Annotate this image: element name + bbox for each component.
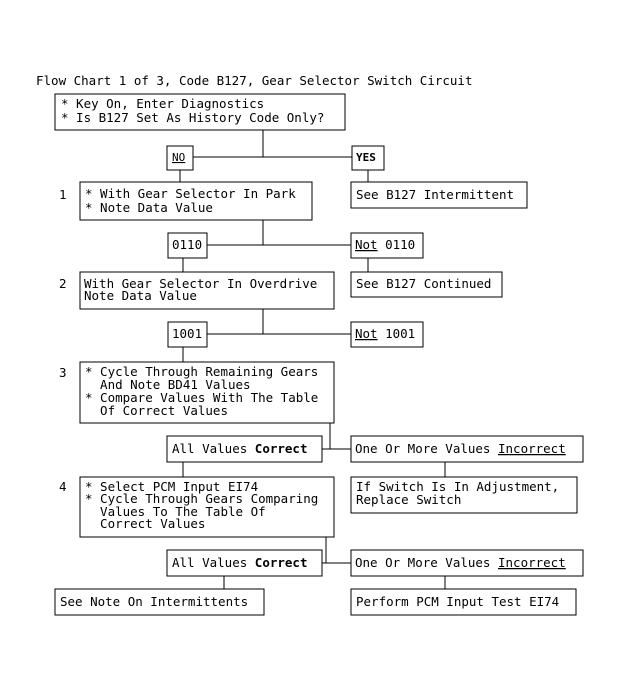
- answer-all-correct-2: All Values Correct: [166, 549, 323, 577]
- answer-incorrect-2-pre: One Or More Values: [355, 555, 498, 570]
- answer-not-0110-value: 0110: [378, 237, 416, 252]
- step-4-line-1: * Select PCM Input EI74: [85, 479, 258, 494]
- svg-text:One Or More Values Incorrect: One Or More Values Incorrect: [355, 555, 566, 570]
- step-3-line-1: * Cycle Through Remaining Gears: [85, 364, 318, 379]
- step-1-line-2: * Note Data Value: [85, 200, 213, 215]
- answer-not-1001: Not 1001: [350, 321, 424, 348]
- answer-yes-label: YES: [356, 151, 376, 164]
- result-adjust-switch-line-1: If Switch Is In Adjustment,: [356, 479, 559, 494]
- connectors: [179, 130, 446, 589]
- answer-not-1001-not: Not: [355, 326, 378, 341]
- step-4-line-3: Values To The Table Of: [85, 504, 266, 519]
- answer-all-correct-2-bold: Correct: [255, 555, 308, 570]
- answer-all-correct-1-pre: All Values: [172, 441, 255, 456]
- step-3-box: * Cycle Through Remaining Gears And Note…: [79, 361, 335, 424]
- step-1-line-1: * With Gear Selector In Park: [85, 186, 296, 201]
- result-continued-label: See B127 Continued: [356, 276, 491, 291]
- result-adjust-switch-line-2: Replace Switch: [356, 492, 461, 507]
- answer-all-correct-2-pre: All Values: [172, 555, 255, 570]
- answer-all-correct-1: All Values Correct: [166, 435, 323, 463]
- start-line-1: * Key On, Enter Diagnostics: [61, 96, 264, 111]
- result-note-intermittents-label: See Note On Intermittents: [60, 594, 248, 609]
- svg-text:All Values Correct: All Values Correct: [172, 441, 307, 456]
- svg-text:Not 1001: Not 1001: [355, 326, 415, 341]
- step-1-number: 1: [59, 187, 67, 202]
- answer-not-1001-value: 1001: [378, 326, 416, 341]
- result-note-intermittents: See Note On Intermittents: [54, 588, 265, 616]
- answer-not-0110: Not 0110: [350, 232, 424, 259]
- svg-text:All Values Correct: All Values Correct: [172, 555, 307, 570]
- result-adjust-switch: If Switch Is In Adjustment, Replace Swit…: [350, 476, 578, 514]
- step-4-box: * Select PCM Input EI74 * Cycle Through …: [79, 476, 335, 538]
- step-3-number: 3: [59, 365, 67, 380]
- answer-incorrect-2-ul: Incorrect: [498, 555, 566, 570]
- answer-incorrect-1-ul: Incorrect: [498, 441, 566, 456]
- answer-no: NO: [166, 145, 194, 171]
- svg-text:One Or More Values Incorrect: One Or More Values Incorrect: [355, 441, 566, 456]
- step-4-line-4: Correct Values: [85, 516, 205, 531]
- step-2-box: With Gear Selector In Overdrive Note Dat…: [79, 271, 335, 310]
- answer-1001-label: 1001: [172, 326, 202, 341]
- answer-incorrect-1-pre: One Or More Values: [355, 441, 498, 456]
- answer-incorrect-2: One Or More Values Incorrect: [350, 549, 584, 577]
- answer-no-label: NO: [172, 151, 185, 164]
- step-2-line-2: Note Data Value: [84, 288, 197, 303]
- result-intermittent-label: See B127 Intermittent: [356, 187, 514, 202]
- step-4-line-2: * Cycle Through Gears Comparing: [85, 491, 318, 506]
- answer-0110: 0110: [167, 232, 208, 259]
- answer-0110-label: 0110: [172, 237, 202, 252]
- step-3-line-2: And Note BD41 Values: [85, 377, 251, 392]
- step-2-number: 2: [59, 276, 67, 291]
- result-continued: See B127 Continued: [350, 271, 503, 298]
- result-pcm-test-label: Perform PCM Input Test EI74: [356, 594, 559, 609]
- step-1-box: * With Gear Selector In Park * Note Data…: [79, 181, 313, 221]
- svg-text:Not 0110: Not 0110: [355, 237, 415, 252]
- result-pcm-test: Perform PCM Input Test EI74: [350, 588, 577, 616]
- start-line-2: * Is B127 Set As History Code Only?: [61, 110, 324, 125]
- step-3-line-4: Of Correct Values: [85, 403, 228, 418]
- step-3-line-3: * Compare Values With The Table: [85, 390, 318, 405]
- step-2-line-1: With Gear Selector In Overdrive: [84, 276, 317, 291]
- result-intermittent: See B127 Intermittent: [350, 181, 528, 209]
- answer-incorrect-1: One Or More Values Incorrect: [350, 435, 584, 463]
- chart-title: Flow Chart 1 of 3, Code B127, Gear Selec…: [36, 73, 473, 88]
- answer-all-correct-1-bold: Correct: [255, 441, 308, 456]
- step-4-number: 4: [59, 479, 67, 494]
- answer-not-0110-not: Not: [355, 237, 378, 252]
- start-box: * Key On, Enter Diagnostics * Is B127 Se…: [54, 93, 346, 131]
- answer-1001: 1001: [167, 321, 208, 348]
- answer-yes: YES: [351, 145, 385, 171]
